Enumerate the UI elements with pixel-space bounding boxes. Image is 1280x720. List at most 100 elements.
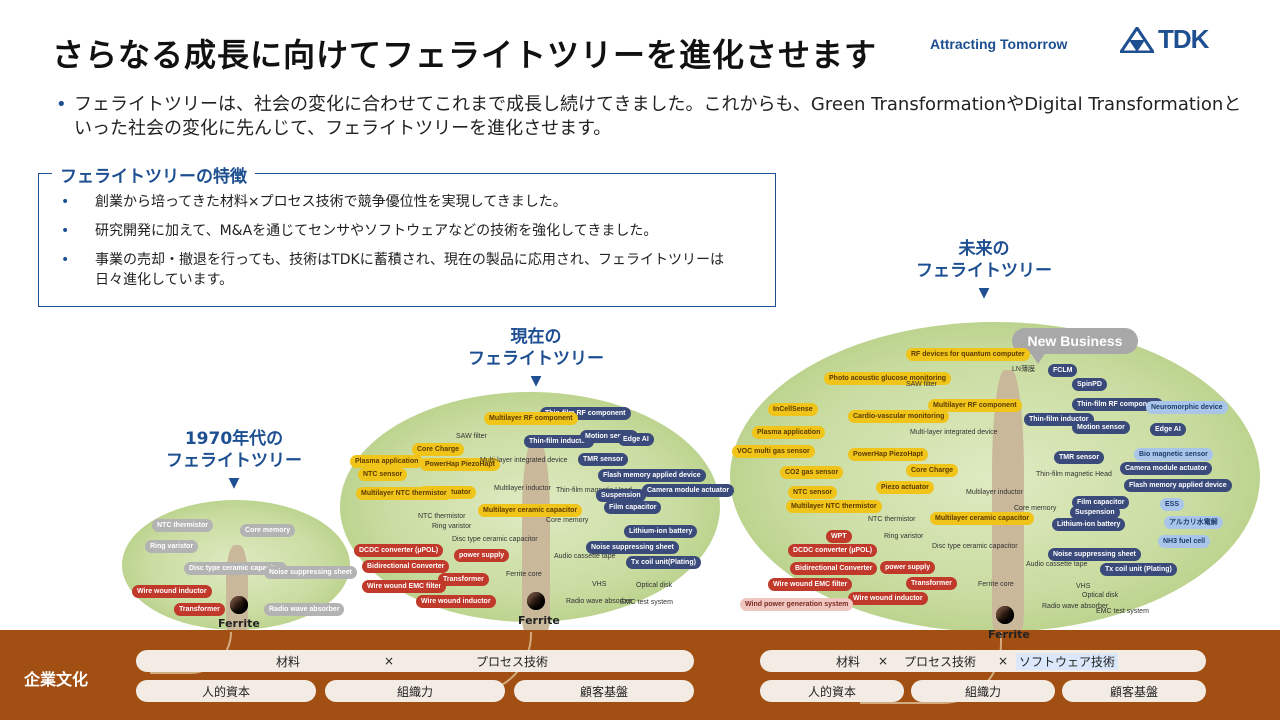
tree-label: Radio wave absorber	[566, 598, 633, 605]
tree-label: power supply	[454, 549, 510, 562]
era-heading-future: 未来のフェライトツリー ▼	[904, 238, 1064, 304]
tree-label: FCLM	[1048, 364, 1078, 377]
tree-label: Core memory	[546, 517, 589, 524]
tree-label: NTC thermistor	[418, 513, 466, 520]
tree-label: Core Charge	[412, 443, 465, 456]
era-heading-1970s: 1970年代のフェライトツリー ▼	[154, 428, 314, 494]
tree-label: SAW filter	[906, 381, 937, 388]
tree-future-trunk	[992, 370, 1024, 630]
tree-label: Disc type ceramic capacitor	[452, 536, 538, 543]
down-arrow-icon: ▼	[978, 285, 990, 301]
tree-label: Wire wound inductor	[132, 585, 212, 598]
tree-label: Optical disk	[636, 582, 673, 589]
tree-label: Flash memory applied device	[1124, 479, 1232, 492]
tdk-emblem-icon	[1120, 26, 1154, 53]
tree-label: Suspension	[1070, 506, 1120, 519]
ferrite-label: Ferrite	[218, 617, 260, 630]
tdk-logo: TDK	[1120, 24, 1209, 55]
ferrite-icon	[996, 606, 1014, 624]
tree-label: Disc type ceramic capacitor	[184, 562, 287, 575]
tree-label: Photo acoustic glucose monitoring	[824, 372, 952, 385]
tree-label: PowerHap PiezoHapt	[848, 448, 929, 461]
tree-label: EMC test system	[1096, 608, 1149, 615]
tree-label: Ring varistor	[884, 533, 924, 540]
culture-pill: 組織力	[325, 680, 505, 702]
tree-label: Lithium-ion battery	[1052, 518, 1126, 531]
feature-item: •研究開発に加えて、M&Aを通じてセンサやソフトウェアなどの技術を強化してきまし…	[61, 223, 658, 239]
tree-label: NTC sensor	[788, 486, 838, 499]
tagline: Attracting Tomorrow	[930, 36, 1068, 52]
tree-label: TMR sensor	[1054, 451, 1105, 464]
tree-label: Camera module actuator	[1120, 462, 1213, 475]
tree-label: Tx coil unit (Plating)	[1100, 563, 1177, 576]
tree-label: PowerHap PiezoHapt	[420, 458, 501, 471]
tree-label: Thin-film magnetic Head	[556, 487, 632, 494]
tdk-logo-text: TDK	[1158, 24, 1209, 54]
tree-label: Multilayer inductor	[966, 489, 1023, 496]
tree-label: Transformer	[906, 577, 957, 590]
tree-label: Ring varistor	[432, 523, 472, 530]
tree-label: NH3 fuel cell	[1158, 535, 1211, 548]
tree-label: Noise suppressing sheet	[586, 541, 679, 554]
features-box: •創業から培ってきた材料×プロセス技術で競争優位性を実現してきました。 •研究開…	[38, 173, 776, 307]
tree-label: Noise suppressing sheet	[264, 566, 357, 579]
culture-pill-present-row1: 材料 × プロセス技術	[136, 650, 694, 672]
tree-label: Edge AI	[1150, 423, 1186, 436]
tree-label: Core memory	[1014, 505, 1057, 512]
tree-label: Radio wave absorber	[1042, 603, 1109, 610]
tree-label: Flash memory applied device	[598, 469, 706, 482]
ferrite-label: Ferrite	[518, 614, 560, 627]
tree-label: Thin-film magnetic Head	[1036, 471, 1112, 478]
tree-label: Multilayer RF component	[928, 399, 1022, 412]
tree-label: Tx coil unit(Plating)	[626, 556, 701, 569]
ferrite-label: Ferrite	[988, 628, 1030, 641]
tree-label: EMC test system	[620, 599, 673, 606]
tree-label: WPT	[826, 530, 852, 543]
tree-label: CO2 gas sensor	[780, 466, 844, 479]
tree-label: Transformer	[438, 573, 489, 586]
corporate-culture-label: 企業文化	[24, 670, 89, 689]
tree-label: Multilayer RF component	[484, 412, 578, 425]
tree-label: InCellSense	[768, 403, 818, 416]
tree-label: Camera module actuator	[642, 484, 735, 497]
tree-label: Wire wound inductor	[848, 592, 928, 605]
new-business-bubble-tail	[1030, 352, 1046, 364]
tree-label: power supply	[880, 561, 936, 574]
tree-label: Core memory	[240, 524, 296, 537]
tree-label: DCDC converter (µPOL)	[788, 544, 878, 557]
tree-label: Bidirectional Converter	[790, 562, 878, 575]
tree-label: Wire wound EMC filter	[362, 580, 447, 593]
tree-label: Film capacitor	[604, 501, 662, 514]
tree-label: Bidirectional Converter	[362, 560, 450, 573]
tree-label: Multi-layer integrated device	[910, 429, 998, 436]
tree-label: Neuromorphic device	[1146, 401, 1228, 414]
culture-pill: 顧客基盤	[514, 680, 694, 702]
ferrite-icon	[230, 596, 248, 614]
tree-label: Motion sensor	[1072, 421, 1130, 434]
tree-label: Plasma application	[752, 426, 826, 439]
tree-label: Plasma application	[350, 455, 424, 468]
tree-label: NTC thermistor	[152, 519, 213, 532]
tree-label: TMR sensor	[578, 453, 629, 466]
tree-label: Core Charge	[906, 464, 959, 477]
tree-label: VHS	[1076, 583, 1091, 590]
ferrite-icon	[527, 592, 545, 610]
tree-label: VHS	[592, 581, 607, 588]
tree-label: Multilayer ceramic capacitor	[478, 504, 583, 517]
tree-label: Multilayer inductor	[494, 485, 551, 492]
tree-label: ESS	[1160, 498, 1185, 511]
tree-label: NTC sensor	[358, 468, 408, 481]
culture-pill-future-row1: 材料 × プロセス技術 × ソフトウェア技術	[760, 650, 1206, 672]
tree-label: Transformer	[174, 603, 225, 616]
tree-label: Wind power generation system	[740, 598, 854, 611]
tree-label: Audio cassette tape	[1026, 561, 1088, 568]
tree-label: Multilayer ceramic capacitor	[930, 512, 1035, 525]
intro-text: フェライトツリーは、社会の変化に合わせてこれまで成長し続けてきました。これからも…	[74, 94, 1242, 139]
tree-label: Audio cassette tape	[554, 553, 616, 560]
tree-label: Multi-layer integrated device	[480, 457, 568, 464]
tree-label: Wire wound inductor	[416, 595, 496, 608]
tree-label: Thin-film inductor	[524, 435, 594, 448]
tree-label: Piezo actuator	[876, 481, 934, 494]
tree-label: Multilayer NTC thermistor	[356, 487, 452, 500]
new-business-bubble: New Business	[1012, 328, 1138, 354]
